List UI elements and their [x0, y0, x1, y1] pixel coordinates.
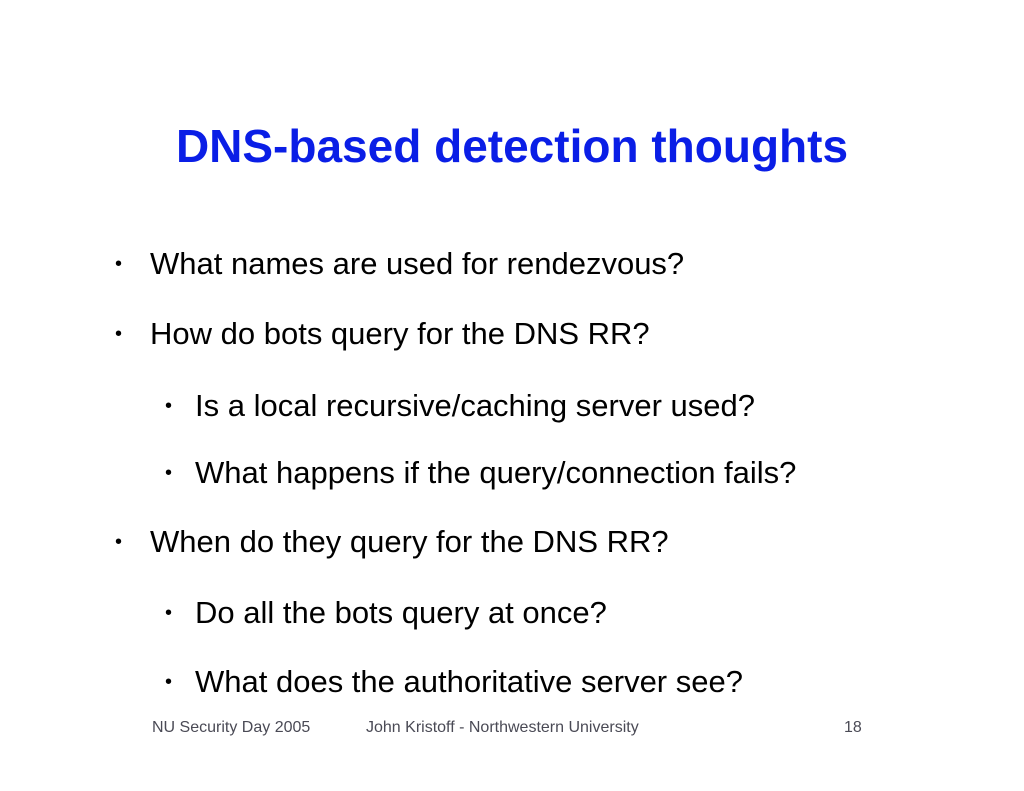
bullet-marker: • [165, 462, 173, 484]
bullet-marker: • [115, 253, 123, 275]
bullet-text: Is a local recursive/caching server used… [195, 388, 755, 423]
footer-event: NU Security Day 2005 [152, 719, 311, 736]
page-number: 18 [844, 719, 862, 736]
sub-bullet-item: • Do all the bots query at once? [165, 593, 607, 633]
bullet-marker: • [115, 323, 123, 345]
sub-bullet-item: • What does the authoritative server see… [165, 662, 743, 702]
bullet-text: What happens if the query/connection fai… [195, 455, 797, 490]
bullet-marker: • [165, 671, 173, 693]
bullet-text: How do bots query for the DNS RR? [150, 316, 650, 351]
bullet-item: • When do they query for the DNS RR? [115, 522, 669, 562]
bullet-marker: • [165, 602, 173, 624]
footer-author: John Kristoff - Northwestern University [366, 719, 639, 736]
bullet-marker: • [115, 531, 123, 553]
bullet-text: What does the authoritative server see? [195, 664, 743, 699]
bullet-item: • How do bots query for the DNS RR? [115, 314, 650, 354]
bullet-text: When do they query for the DNS RR? [150, 524, 669, 559]
bullet-item: • What names are used for rendezvous? [115, 244, 685, 284]
sub-bullet-item: • What happens if the query/connection f… [165, 453, 797, 493]
bullet-text: What names are used for rendezvous? [150, 246, 685, 281]
bullet-text: Do all the bots query at once? [195, 595, 607, 630]
slide-title: DNS-based detection thoughts [175, 120, 849, 172]
bullet-marker: • [165, 395, 173, 417]
sub-bullet-item: • Is a local recursive/caching server us… [165, 386, 755, 426]
